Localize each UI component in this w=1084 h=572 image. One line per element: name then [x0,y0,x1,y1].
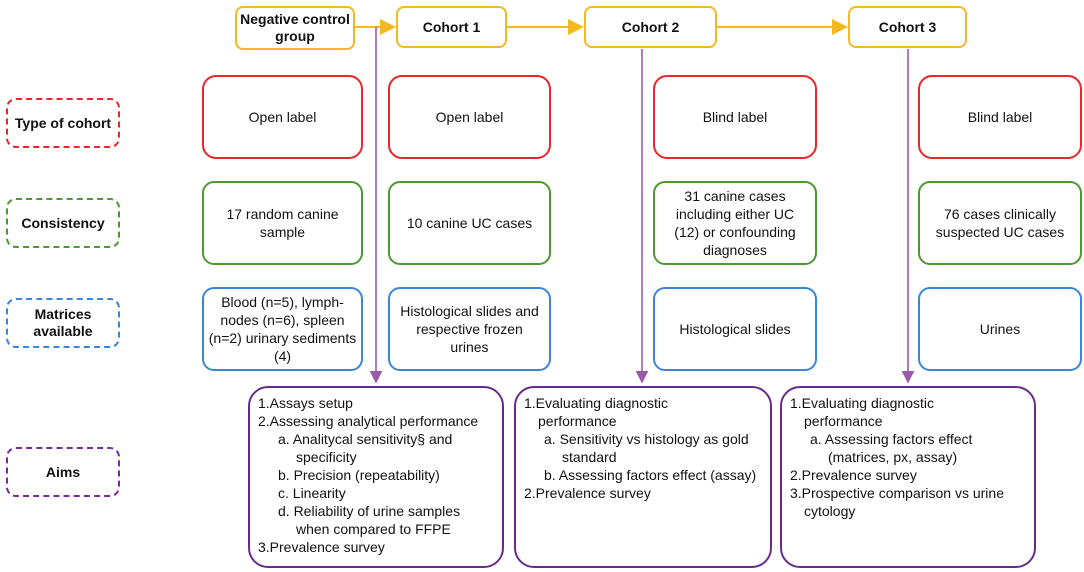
consistency-cohort3-text: 76 cases clinically suspected UC cases [935,206,1065,240]
row-label-consistency: Consistency [6,198,120,248]
aims3-item3-cont: cytology [804,503,856,519]
aims1-item3: 3.Prevalence survey [258,539,385,555]
row-label-aims-text: Aims [45,463,81,480]
type-cohort3: Blind label [918,75,1082,159]
aims3-item1-cont: performance [804,413,883,429]
row-label-type-of-cohort: Type of cohort [6,98,120,148]
type-cohort2: Blind label [653,75,817,159]
consistency-cohort1-text: 10 canine UC cases [406,215,533,231]
consistency-negative-text: 17 random canine sample [226,206,339,240]
cohort-negative-control: Negative control group [235,6,355,50]
row-label-matrices-text: Matrices available [33,306,93,339]
aims2-item2: 2.Prevalence survey [524,485,651,501]
row-label-type-text: Type of cohort [14,114,112,131]
aims2-item1: 1.Evaluating diagnostic [524,395,668,411]
aims3-item1a: a. Assessing factors effect [810,431,973,447]
type-cohort1: Open label [388,75,551,159]
row-label-aims: Aims [6,447,120,497]
type-negative: Open label [202,75,363,159]
type-cohort3-text: Blind label [967,109,1033,125]
aims1-item2a: a. Analitycal sensitivity§ and specifici… [278,431,453,465]
matrices-cohort2: Histological slides [653,287,817,371]
cohort-2-label: Cohort 2 [621,18,680,35]
aims1-item2c: c. Linearity [278,485,346,501]
consistency-cohort2: 31 canine cases including either UC (12)… [653,181,817,265]
consistency-cohort2-text: 31 canine cases including either UC (12)… [674,188,796,258]
type-cohort1-text: Open label [435,109,504,125]
aims1-item1: 1.Assays setup [258,395,353,411]
cohort-1: Cohort 1 [396,6,507,48]
aims-box-negative-cohort1: 1.Assays setup 2.Assessing analytical pe… [248,386,504,568]
aims-box-cohort2: 1.Evaluating diagnostic performance a. S… [514,386,772,568]
matrices-cohort1-text: Histological slides and respective froze… [400,303,539,355]
aims3-item1: 1.Evaluating diagnostic [790,395,934,411]
cohort-1-label: Cohort 1 [422,18,481,35]
consistency-cohort3: 76 cases clinically suspected UC cases [918,181,1082,265]
aims1-item2b: b. Precision (repeatability) [278,467,440,483]
matrices-cohort1: Histological slides and respective froze… [388,287,551,371]
type-negative-text: Open label [248,109,317,125]
matrices-negative: Blood (n=5), lymph-nodes (n=6), spleen (… [202,287,363,371]
aims3-item1a-cont: (matrices, px, assay) [828,449,958,465]
type-cohort2-text: Blind label [702,109,768,125]
row-label-consistency-text: Consistency [21,214,105,231]
matrices-cohort3-text: Urines [979,321,1021,337]
aims-box-cohort3: 1.Evaluating diagnostic performance a. A… [780,386,1036,568]
aims1-item2: 2.Assessing analytical performance [258,413,479,429]
aims3-item2: 2.Prevalence survey [790,467,917,483]
aims3-item3: 3.Prospective comparison vs urine [790,485,1004,501]
consistency-negative: 17 random canine sample [202,181,363,265]
cohort-2: Cohort 2 [584,6,717,48]
matrices-cohort3: Urines [918,287,1082,371]
aims2-item1a: a. Sensitivity vs histology as gold stan… [544,431,749,465]
aims1-item2d: d. Reliability of urine samples when com… [278,503,461,537]
consistency-cohort1: 10 canine UC cases [388,181,551,265]
matrices-negative-text: Blood (n=5), lymph-nodes (n=6), spleen (… [208,294,357,364]
aims2-item1-cont: performance [538,413,617,429]
cohort-3: Cohort 3 [848,6,967,48]
cohort-negative-label: Negative control group [240,11,350,44]
aims2-item1b: b. Assessing factors effect (assay) [544,467,757,483]
matrices-cohort2-text: Histological slides [679,321,791,337]
cohort-3-label: Cohort 3 [878,18,937,35]
row-label-matrices: Matrices available [6,298,120,348]
